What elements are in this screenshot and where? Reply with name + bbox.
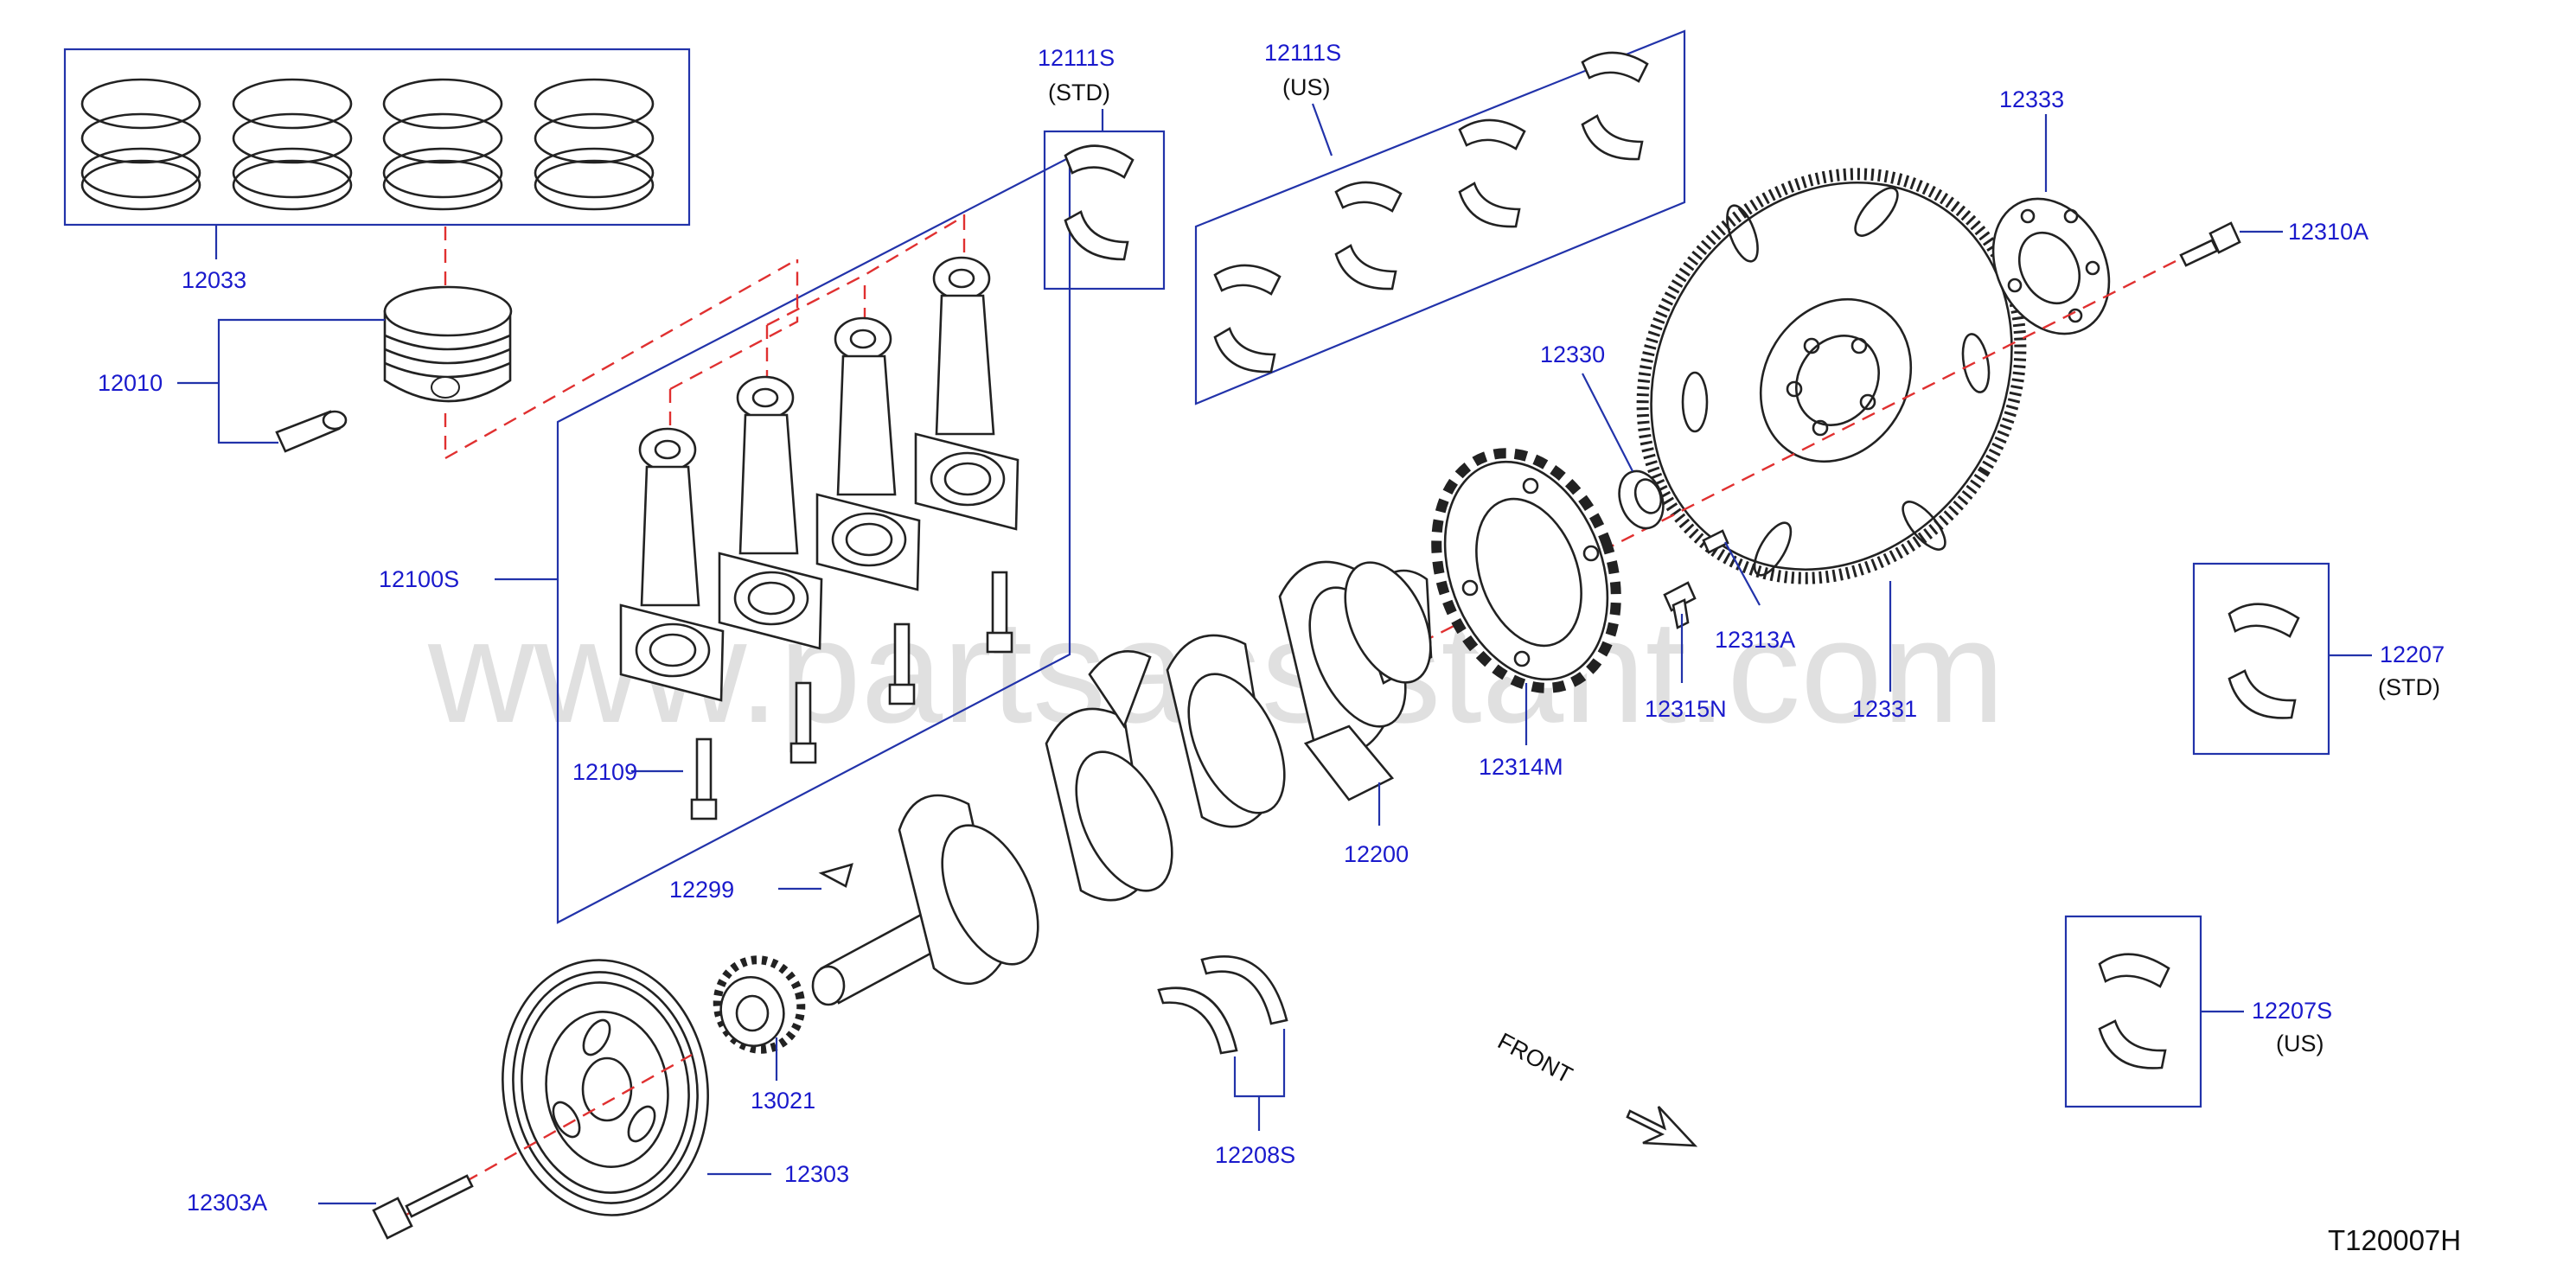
connecting-rod-group: 12100S 12109 [379,156,1071,924]
front-arrow-icon [1626,1106,1698,1147]
front-label: FRONT [1493,1028,1576,1088]
drive-plate [1636,168,2027,584]
crankshaft [811,560,1433,1006]
bearing-shell [2098,953,2170,988]
bearing-shell-pair [1581,51,1649,161]
piston-ring-set [382,78,503,211]
bearing-shell-pair [1334,181,1403,290]
part-sublabel-std: (STD) [1048,80,1110,105]
part-label-12010[interactable]: 12010 [98,370,163,396]
connecting-rod [718,375,823,650]
part-label-12303[interactable]: 12303 [784,1161,849,1187]
part-label-12207[interactable]: 12207 [2380,642,2445,667]
piston [383,285,513,403]
front-direction-indicator: FRONT [1493,1028,1698,1147]
signal-plate-bolt [1663,581,1697,629]
part-label-12100S[interactable]: 12100S [379,566,459,592]
part-label-12314M[interactable]: 12314M [1479,754,1563,780]
connecting-rod [619,427,725,702]
bearing-shell [2228,669,2297,719]
part-label-12303A[interactable]: 12303A [187,1190,267,1216]
bearing-shell [2098,1019,2167,1069]
part-label-12033[interactable]: 12033 [182,267,246,293]
part-sublabel-std: (STD) [2378,674,2440,700]
part-label-12208S[interactable]: 12208S [1215,1142,1295,1168]
rod-bolt [690,737,718,820]
crank-pulley [502,959,709,1216]
part-label-12330[interactable]: 12330 [1540,341,1605,367]
part-label-12109[interactable]: 12109 [572,759,637,785]
main-bearing-us-group: 12207S (US) [2064,915,2332,1108]
part-label-12299[interactable]: 12299 [669,877,734,903]
part-label-12207S[interactable]: 12207S [2252,998,2332,1024]
rod-bolt [789,681,817,764]
part-label-13021[interactable]: 13021 [751,1088,815,1114]
drive-plate-bolt [2179,221,2241,267]
piston-ring-set [80,78,201,211]
part-label-12200[interactable]: 12200 [1344,841,1409,867]
rod-bolt [986,571,1013,654]
dowel-pin [1702,529,1729,554]
part-label-12111S-std[interactable]: 12111S [1038,45,1115,71]
bearing-shell-pair [1213,264,1282,373]
thrust-washer-pair [1157,955,1288,1055]
pilot-bushing [1618,469,1665,530]
rod-bearing-us-group: 12111S (US) [1194,29,1686,405]
connecting-rod [914,256,1020,531]
piston-ring-set [232,78,353,211]
signal-plate [1431,448,1621,693]
main-bearing-std-group: 12207 (STD) [2192,562,2445,756]
part-label-12310A[interactable]: 12310A [2288,219,2368,245]
part-label-12111S-us[interactable]: 12111S [1264,40,1341,66]
woodruff-key [818,863,853,888]
part-label-12331[interactable]: 12331 [1852,696,1917,722]
bearing-shell-pair [1458,118,1526,228]
piston-pin [275,410,348,453]
piston-rings-group: 12033 [63,48,691,293]
part-label-12315N[interactable]: 12315N [1645,696,1727,722]
rod-bearing-std-group: 12111S (STD) [1038,45,1166,290]
diagram-code: T120007H [2328,1224,2461,1256]
rod-bolt [888,622,916,705]
part-label-12313A[interactable]: 12313A [1715,627,1795,653]
piston-ring-set [534,78,655,211]
piston-assembly: 12010 [98,227,798,461]
bearing-shell [1064,144,1135,179]
bearing-shell [2228,603,2300,638]
part-sublabel-us: (US) [2276,1031,2324,1056]
part-sublabel-us: (US) [1282,74,1331,100]
bearing-shell [1064,210,1129,261]
crank-sprocket [713,955,806,1054]
connecting-rod [815,316,921,591]
pulley-bolt [372,1174,474,1240]
part-label-12333[interactable]: 12333 [1999,86,2064,112]
